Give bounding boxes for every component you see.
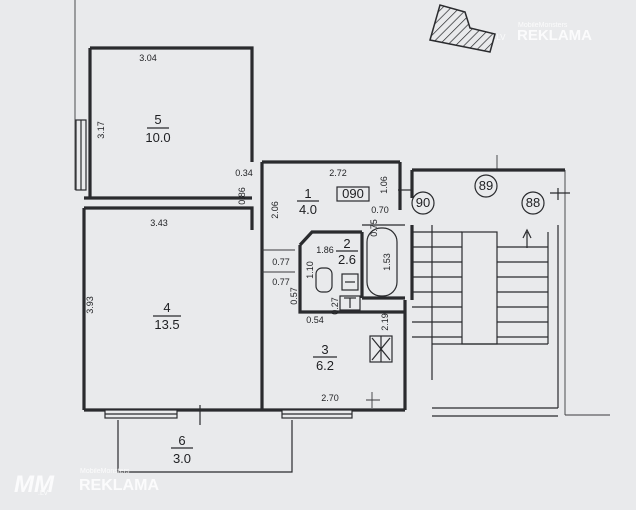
- apartment-code: 090: [336, 186, 370, 202]
- dim-3-93: 3.93: [85, 296, 95, 314]
- dim-1-86: 1.86: [316, 245, 334, 255]
- room-5-area: 10.0: [145, 130, 170, 145]
- dim-0-86: 0.86: [237, 187, 247, 205]
- dim-1-53: 1.53: [382, 253, 392, 271]
- watermark-bottom-logo: MM: [14, 471, 55, 498]
- dim-0-77-b: 0.77: [272, 277, 290, 287]
- dim-0-57: 0.57: [289, 287, 299, 305]
- neighbor-markers: 90 89 88: [411, 174, 545, 215]
- hall-and-kitchen: [260, 160, 407, 419]
- watermark-bottom: MM .LV MobileMonsters REKLAMA: [14, 468, 159, 498]
- dim-2-19: 2.19: [380, 313, 390, 331]
- room-4: [82, 206, 262, 419]
- stairwell: [398, 168, 570, 417]
- room-4-area: 13.5: [154, 317, 179, 332]
- watermark-top-brand: REKLAMA: [517, 27, 592, 44]
- room-2-area: 2.6: [338, 252, 356, 267]
- watermark-top: MobileMonsters .LV REKLAMA: [494, 22, 592, 44]
- dim-2-06: 2.06: [270, 201, 280, 219]
- room-6-area: 3.0: [173, 451, 191, 466]
- room-labels: 5 10.0 4 13.5 1 4.0 2 2.6 3 6.2 6 3.0: [145, 112, 358, 466]
- dim-0-75: 0.75: [369, 219, 379, 237]
- dim-3-43: 3.43: [150, 218, 168, 228]
- watermark-top-domain: .LV: [494, 33, 506, 42]
- room-1-number: 1: [304, 186, 311, 201]
- dim-0-54: 0.54: [306, 315, 324, 325]
- building-outline: [74, 0, 610, 416]
- room-3-area: 6.2: [316, 358, 334, 373]
- room-2-number: 2: [343, 236, 350, 251]
- dim-1-10: 1.10: [305, 261, 315, 279]
- dim-1-06: 1.06: [379, 176, 389, 194]
- room-6-number: 6: [178, 433, 185, 448]
- dim-3-04: 3.04: [139, 53, 157, 63]
- watermark-top-site: MobileMonsters: [518, 22, 568, 29]
- watermark-bottom-tld: .LV: [38, 490, 48, 497]
- dimension-labels: 3.04 3.17 3.43 3.93 0.34 0.86 2.06 2.72 …: [85, 53, 392, 403]
- site-marker: [429, 4, 496, 53]
- apartment-code-label: 090: [342, 186, 364, 201]
- dim-0-34: 0.34: [235, 168, 253, 178]
- neighbor-90: 90: [416, 195, 430, 210]
- room-1-area: 4.0: [299, 202, 317, 217]
- room-3-number: 3: [321, 342, 328, 357]
- neighbor-88: 88: [526, 195, 540, 210]
- dim-0-77-a: 0.77: [272, 257, 290, 267]
- dim-0-27: 0.27: [330, 297, 340, 315]
- watermark-bottom-brand: REKLAMA: [79, 477, 159, 494]
- dim-2-72: 2.72: [329, 168, 347, 178]
- dim-3-17: 3.17: [96, 121, 106, 139]
- room-6: [117, 405, 293, 473]
- room-5-number: 5: [154, 112, 161, 127]
- room-4-number: 4: [163, 300, 170, 315]
- dim-2-70: 2.70: [321, 393, 339, 403]
- neighbor-89: 89: [479, 178, 493, 193]
- dim-0-70: 0.70: [371, 205, 389, 215]
- room-5: [75, 46, 254, 200]
- watermark-bottom-site: MobileMonsters: [80, 468, 130, 475]
